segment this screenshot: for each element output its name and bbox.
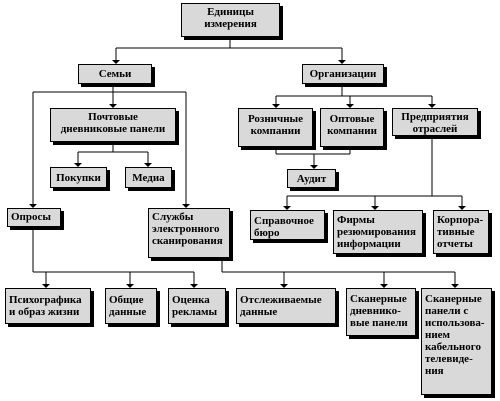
node-retail-companies: Розничные компании <box>238 108 313 147</box>
node-audit: Аудит <box>287 169 336 188</box>
node-industry-enterprises: Предприятия отраслей <box>392 108 478 136</box>
node-purchases: Покупки <box>50 167 107 188</box>
node-general-data: Общие данные <box>105 288 157 324</box>
node-scanner-diary-panels: Сканерные дневнико- вые панели <box>346 288 416 336</box>
node-postal-diary-panels: Почтовые дневниковые панели <box>50 108 176 142</box>
node-corporate-reports: Корпора- тивные отчеты <box>433 210 489 254</box>
node-tracked-data: Отслеживаемые данные <box>236 288 336 324</box>
node-media: Медиа <box>125 167 172 188</box>
node-surveys: Опросы <box>7 208 61 227</box>
node-wholesale-companies: Оптовые компании <box>320 108 384 147</box>
node-scanner-cable-tv-panels: Сканерные панели с использова- нием кабе… <box>421 288 492 395</box>
node-families: Семьи <box>78 64 152 84</box>
node-psychographics-lifestyle: Психографика и образ жизни <box>5 288 91 324</box>
node-organizations: Организации <box>302 64 384 84</box>
node-reference-bureau: Справочное бюро <box>250 210 325 240</box>
node-measurement-units: Единицы измерения <box>181 3 280 37</box>
node-info-summary-firms: Фирмы резюмирования информации <box>333 210 423 254</box>
node-electronic-scanning-services: Службы электронного сканирования <box>148 208 230 258</box>
node-ad-evaluation: Оценка рекламы <box>168 288 226 324</box>
